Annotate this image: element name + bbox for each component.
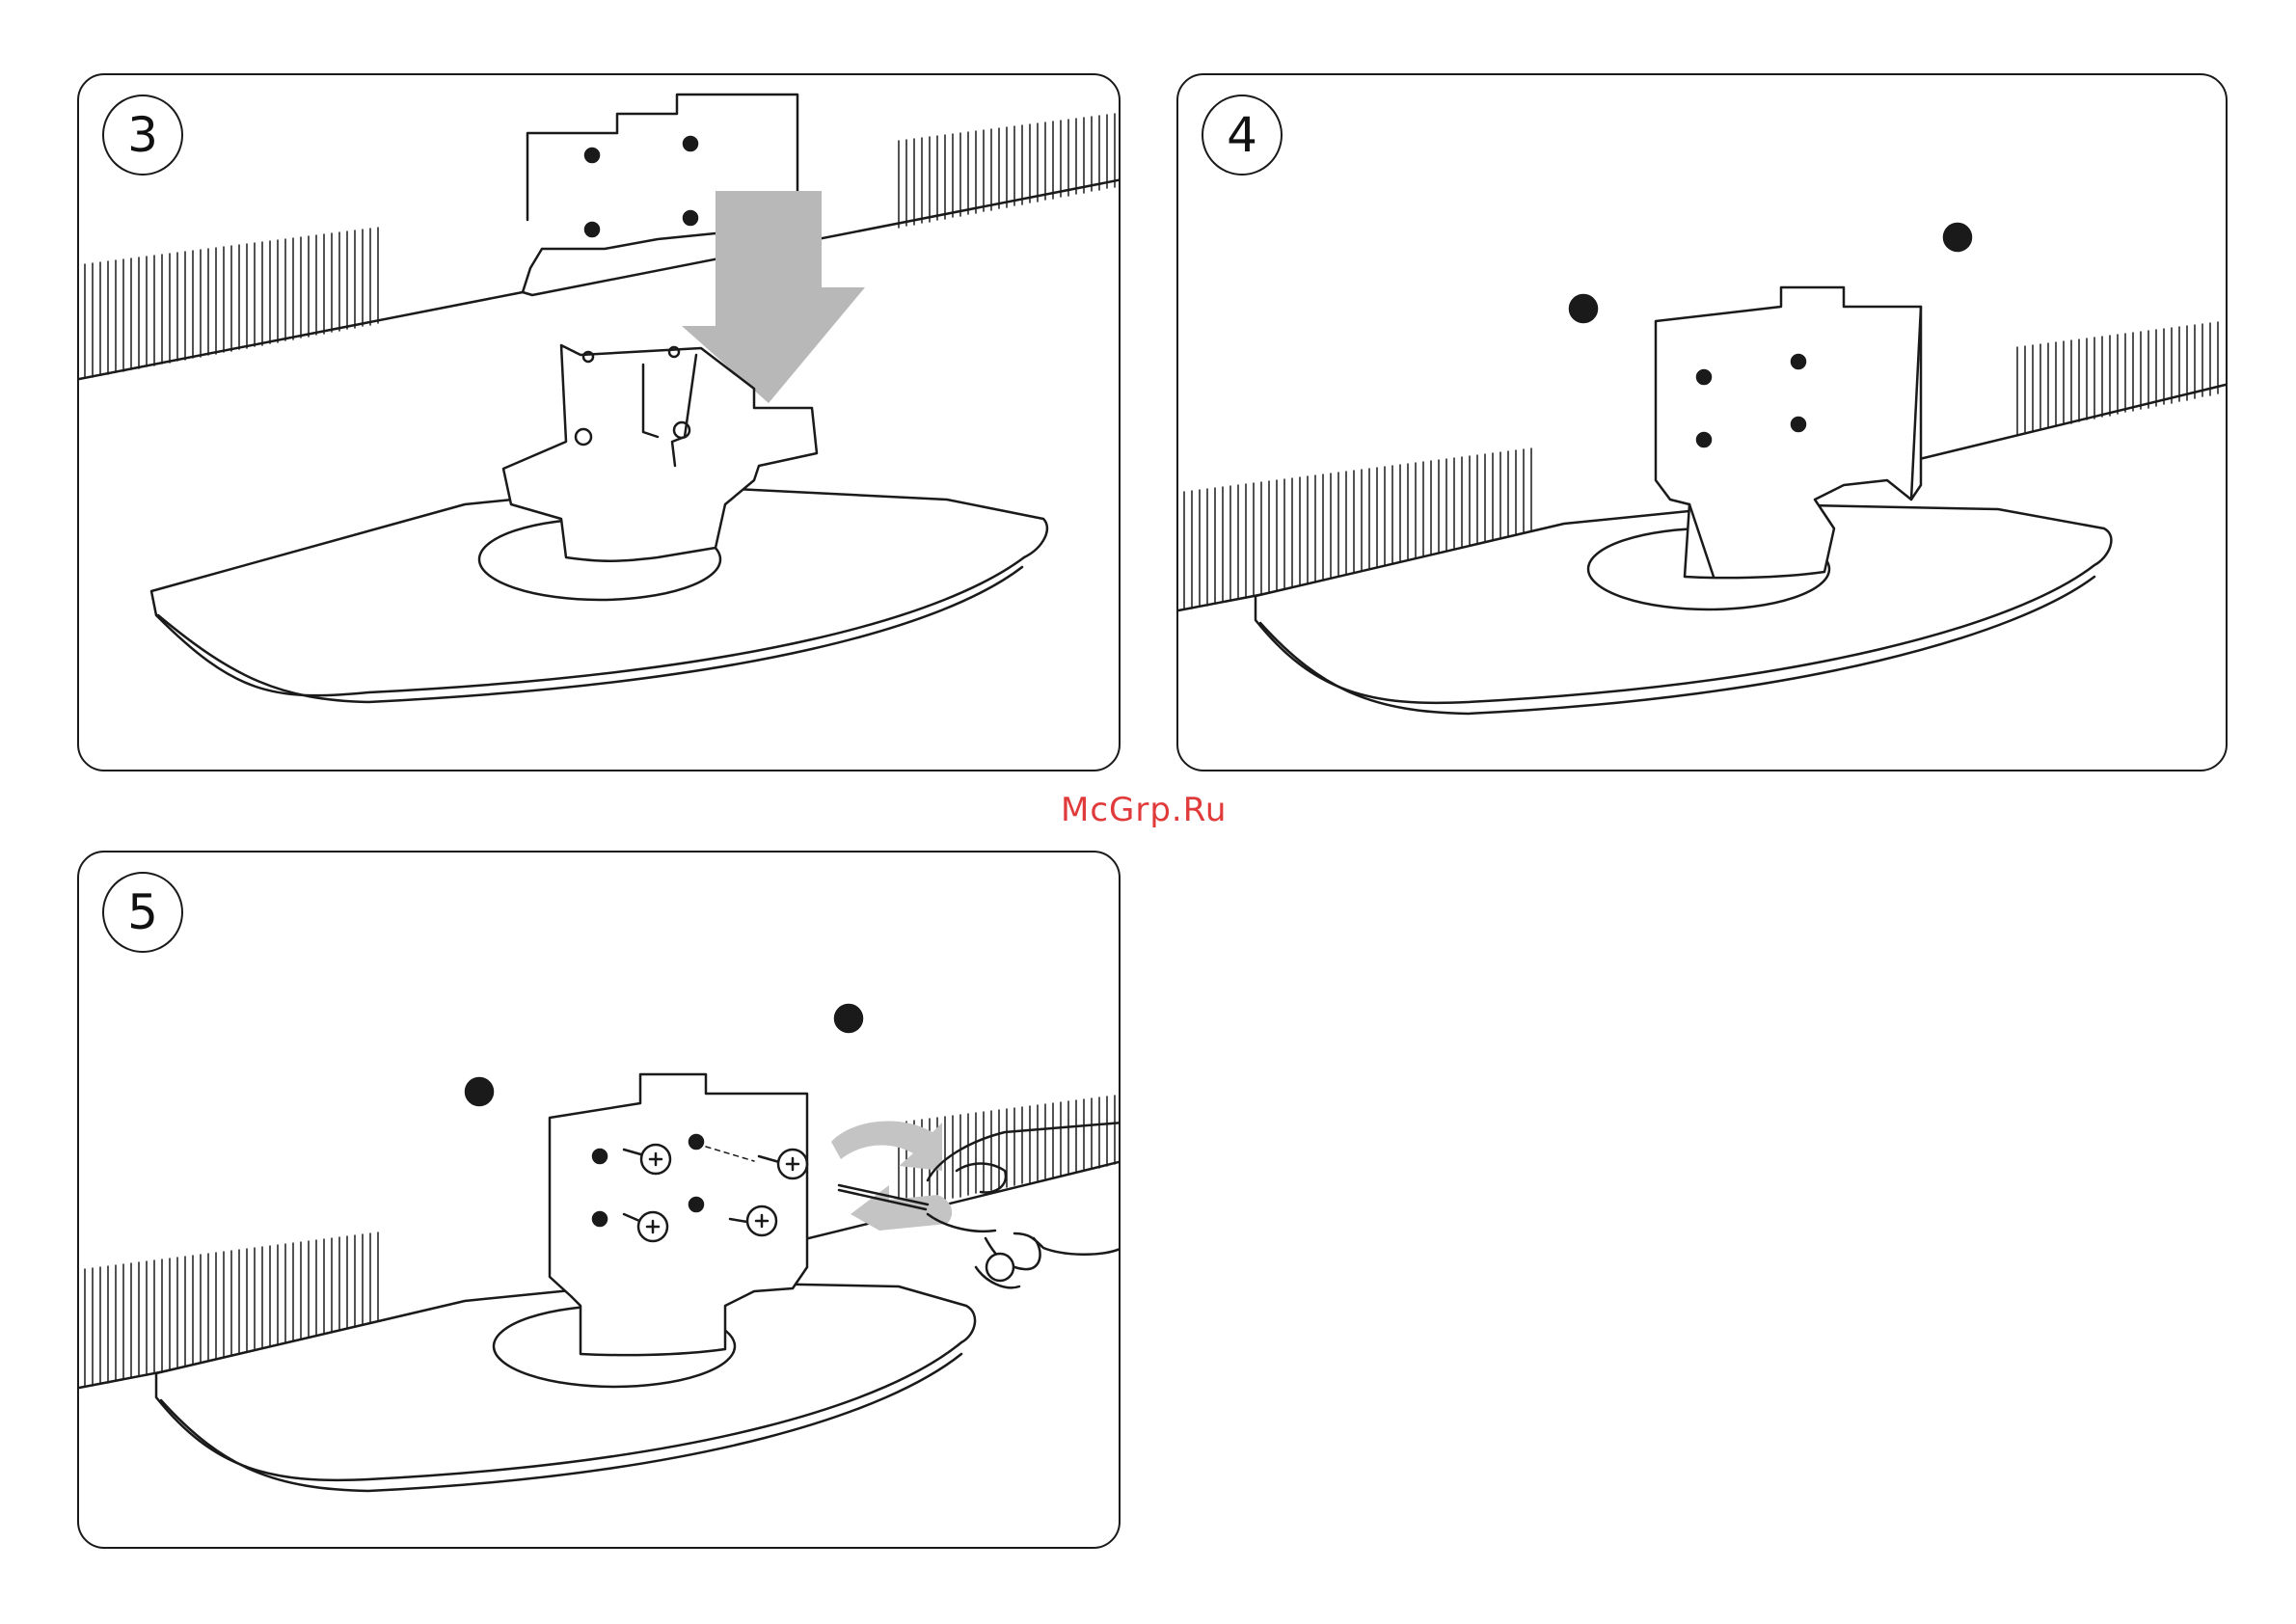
step-5-badge: 5 [102,872,183,953]
step-4-illustration [1178,75,2228,771]
step-5-illustration [79,853,1121,1549]
step-4-badge: 4 [1202,95,1283,176]
watermark-text: McGrp.Ru [1061,791,1227,829]
step-3-badge: 3 [102,95,183,176]
step-4-panel: 4 [1176,73,2228,771]
step-3-panel: 3 [77,73,1121,771]
step-3-illustration [79,75,1121,771]
step-5-panel: 5 [77,851,1121,1549]
